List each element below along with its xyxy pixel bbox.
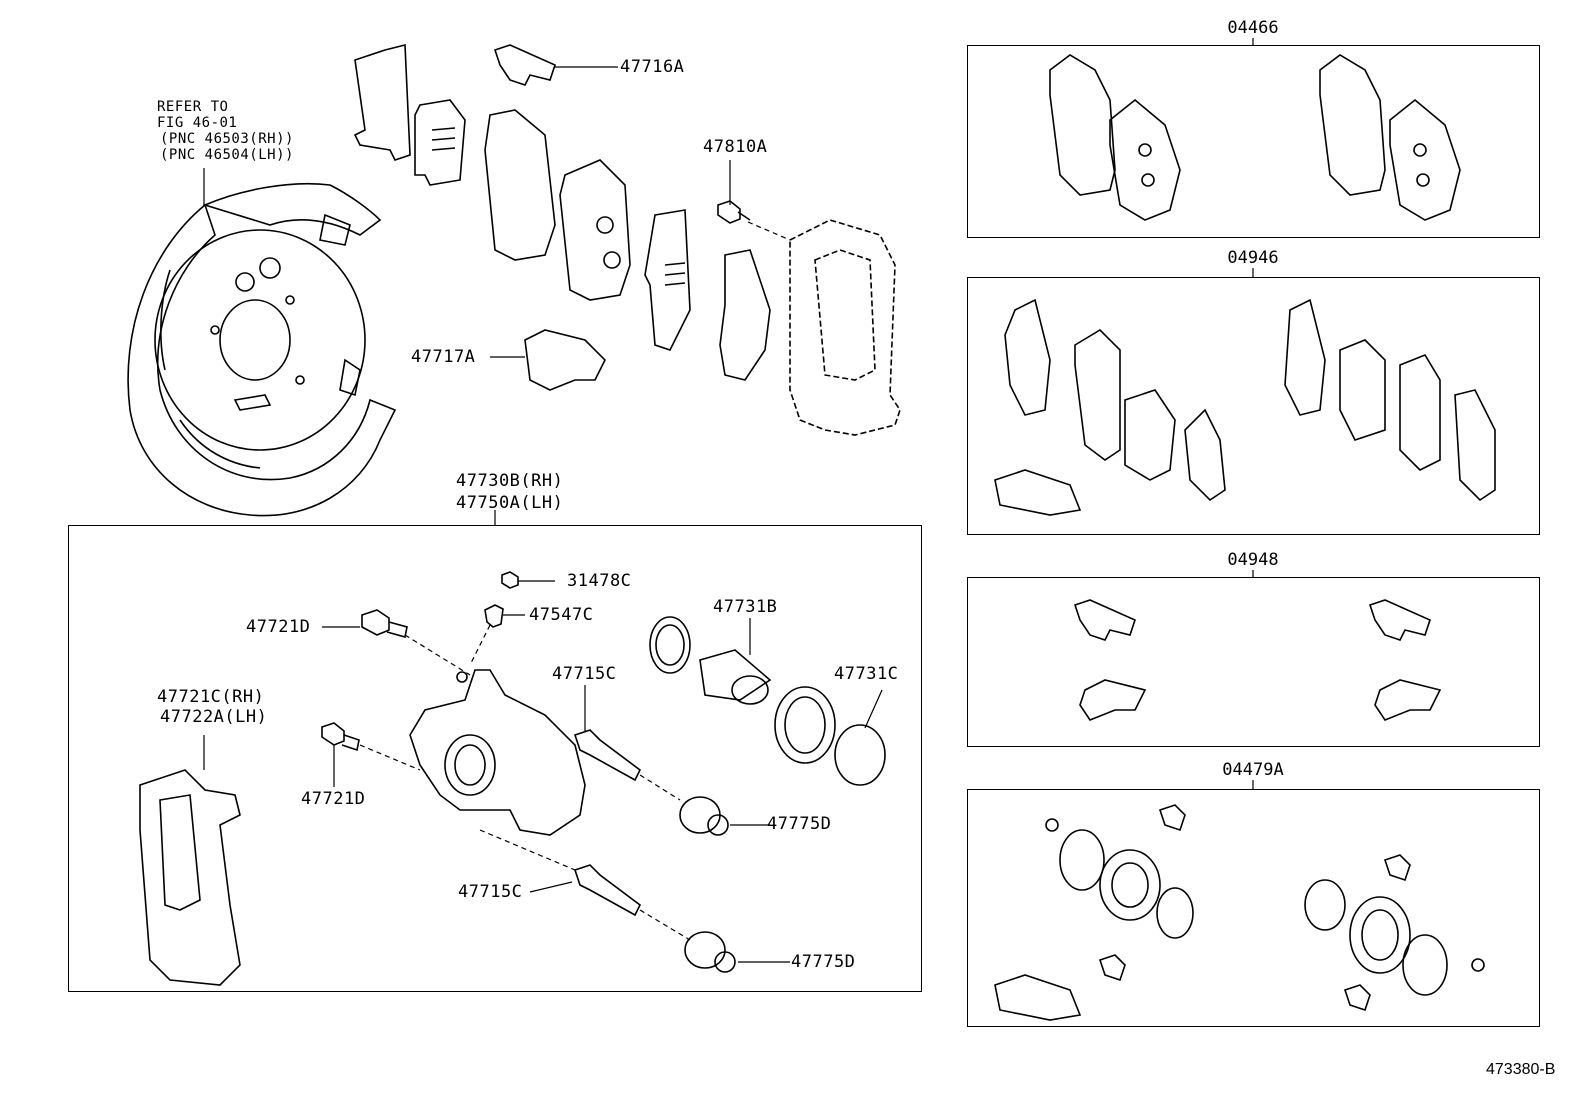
refer-note-line4: (PNC 46504(LH)) bbox=[160, 147, 294, 163]
callout-47810A[interactable]: 47810A bbox=[703, 137, 768, 157]
callout-47775D-top[interactable]: 47775D bbox=[767, 814, 832, 834]
slide-pins-drawing bbox=[479, 685, 691, 941]
bolts-47721D-drawing bbox=[321, 609, 471, 787]
kit-04479A-seals bbox=[994, 804, 1485, 1021]
kit-title-04948: 04948 bbox=[1227, 550, 1279, 570]
boot-47731C-drawing bbox=[774, 686, 886, 786]
callout-47731B[interactable]: 47731B bbox=[713, 597, 778, 617]
kit-title-04479A: 04479A bbox=[1222, 760, 1284, 780]
callout-47730B-rh[interactable]: 47730B(RH) bbox=[456, 471, 564, 491]
kit-box-04948 bbox=[967, 577, 1540, 747]
clip-47717A-drawing bbox=[524, 329, 606, 391]
backing-plate-drawing bbox=[127, 182, 397, 517]
kit-04466-pads bbox=[1049, 54, 1461, 221]
caliper-bracket-drawing bbox=[789, 219, 901, 436]
callout-47715C-top[interactable]: 47715C bbox=[552, 664, 617, 684]
callout-47547C[interactable]: 47547C bbox=[529, 605, 594, 625]
refer-note-line3: (PNC 46503(RH)) bbox=[160, 131, 294, 147]
refer-note-line1: REFER TO bbox=[157, 99, 229, 115]
callout-47715C-bottom[interactable]: 47715C bbox=[458, 882, 523, 902]
caliper-body-drawing bbox=[409, 669, 586, 836]
caliper-assembly-box bbox=[68, 525, 922, 992]
callout-47717A[interactable]: 47717A bbox=[411, 347, 476, 367]
bleeder-plug-drawing bbox=[469, 571, 555, 666]
kit-box-04479A bbox=[967, 789, 1540, 1027]
piston-47731B-drawing bbox=[699, 618, 772, 705]
callout-47721D-top[interactable]: 47721D bbox=[246, 617, 311, 637]
callout-47750A-lh[interactable]: 47750A(LH) bbox=[456, 493, 564, 513]
callout-47775D-bottom[interactable]: 47775D bbox=[791, 952, 856, 972]
kit-title-04466: 04466 bbox=[1227, 18, 1279, 38]
clip-47716A-drawing bbox=[493, 44, 556, 86]
figure-id: 473380-B bbox=[1486, 1061, 1556, 1078]
callout-47721D-bottom[interactable]: 47721D bbox=[301, 789, 366, 809]
kit-box-04466 bbox=[967, 45, 1540, 238]
refer-note-line2: FIG 46-01 bbox=[157, 115, 238, 131]
mounting-bracket-47721C-drawing bbox=[139, 735, 241, 986]
callout-47731C[interactable]: 47731C bbox=[834, 664, 899, 684]
kit-title-04946: 04946 bbox=[1227, 248, 1279, 268]
callout-47721C-rh[interactable]: 47721C(RH) bbox=[157, 687, 265, 707]
seal-ring-47731B-drawing bbox=[649, 616, 691, 674]
shim-set-top bbox=[353, 43, 771, 381]
kit-04948-clips bbox=[1073, 599, 1442, 721]
callout-47716A[interactable]: 47716A bbox=[620, 57, 685, 77]
kit-04946-shims bbox=[994, 298, 1496, 516]
kit-box-04946 bbox=[967, 277, 1540, 535]
bushings-47775D-drawing bbox=[679, 796, 790, 973]
bolt-47810A-drawing bbox=[717, 200, 751, 224]
callout-31478C[interactable]: 31478C bbox=[567, 571, 632, 591]
callout-47722A-lh[interactable]: 47722A(LH) bbox=[160, 707, 268, 727]
